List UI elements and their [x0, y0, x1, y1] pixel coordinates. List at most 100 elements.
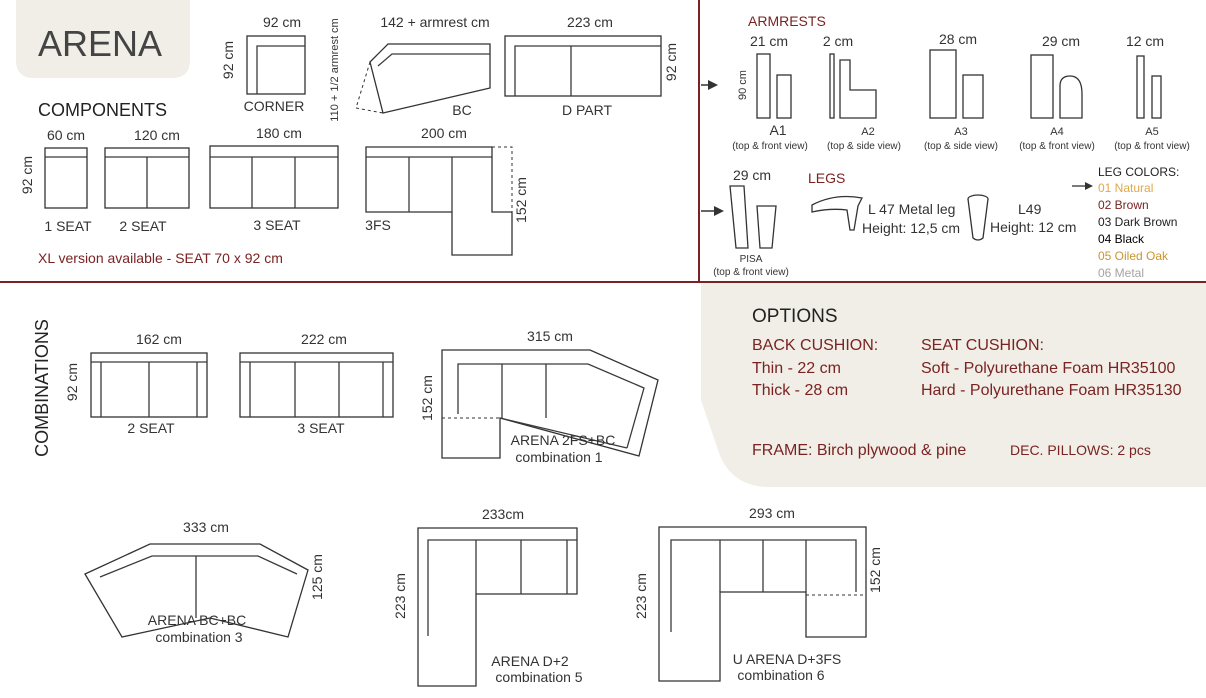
- svg-text:A2: A2: [861, 126, 874, 138]
- components-heading: COMPONENTS: [38, 100, 167, 120]
- svg-text:12 cm: 12 cm: [1126, 33, 1164, 49]
- seat2-label: 2 SEAT: [119, 218, 167, 234]
- arrow-icon: [714, 206, 724, 216]
- seat-cushion-hard: Hard - Polyurethane Foam HR35130: [921, 382, 1182, 399]
- svg-text:28 cm: 28 cm: [939, 31, 977, 47]
- svg-text:A1: A1: [769, 122, 786, 138]
- combo-6: 293 cm 223 cm 152 cm U ARENA D+3FS combi…: [633, 505, 883, 683]
- fs3-component: 200 cm 152 cm 3FS: [365, 125, 529, 256]
- svg-text:2 SEAT: 2 SEAT: [127, 420, 175, 436]
- svg-text:ARENA D+2: ARENA D+2: [491, 653, 569, 669]
- leg-color-list: 01 Natural 02 Brown 03 Dark Brown 04 Black 0…: [1098, 181, 1177, 280]
- svg-text:92 cm: 92 cm: [64, 363, 80, 401]
- dpart-component: 223 cm 92 cm D PART: [504, 14, 679, 118]
- leg-color-item: 01 Natural: [1098, 181, 1153, 195]
- seat1-component: 60 cm 92 cm 1 SEAT: [19, 127, 92, 234]
- corner-width: 92 cm: [263, 14, 301, 30]
- svg-text:combination 5: combination 5: [495, 669, 582, 685]
- combo-3seat: 222 cm 3 SEAT: [239, 331, 394, 436]
- svg-text:162 cm: 162 cm: [136, 331, 182, 347]
- armrest-pisa: 29 cm PISA (top & front view): [713, 167, 789, 278]
- svg-text:combination 1: combination 1: [515, 449, 602, 465]
- seat2-width: 120 cm: [134, 127, 180, 143]
- arrow-icon: [1085, 182, 1093, 190]
- leg-color-item: 02 Brown: [1098, 198, 1149, 212]
- fs3-shape: [365, 146, 513, 256]
- options: OPTIONS BACK CUSHION: Thin - 22 cm Thick…: [752, 306, 1182, 459]
- combo-2seat: 162 cm 92 cm 2 SEAT: [64, 331, 208, 436]
- svg-text:152 cm: 152 cm: [419, 375, 435, 421]
- seat3-width: 180 cm: [256, 125, 302, 141]
- armrest-a4: 29 cm A4 (top & front view): [1019, 33, 1095, 152]
- seat-cushion-soft: Soft - Polyurethane Foam HR35100: [921, 360, 1175, 377]
- options-heading: OPTIONS: [752, 306, 838, 327]
- svg-text:U ARENA D+3FS: U ARENA D+3FS: [733, 651, 842, 667]
- seat2-component: 120 cm 2 SEAT: [104, 127, 190, 234]
- back-cushion-thin: Thin - 22 cm: [752, 360, 841, 377]
- svg-text:ARENA BC+BC: ARENA BC+BC: [148, 612, 246, 628]
- armrest-a2: 2 cm A2 (top & side view): [823, 33, 901, 152]
- armrest-a5: 12 cm A5 (top & front view): [1114, 33, 1190, 152]
- bc-top-dim: 142 + armrest cm: [380, 14, 489, 30]
- svg-text:21 cm: 21 cm: [750, 33, 788, 49]
- svg-text:3 SEAT: 3 SEAT: [297, 420, 345, 436]
- fs3-depth: 152 cm: [513, 177, 529, 223]
- svg-text:125 cm: 125 cm: [309, 554, 325, 600]
- dpart-label: D PART: [562, 102, 612, 118]
- svg-text:2 cm: 2 cm: [823, 33, 853, 49]
- options-panel: [701, 283, 1206, 487]
- svg-text:Height: 12 cm: Height: 12 cm: [990, 219, 1076, 235]
- back-cushion-thick: Thick - 28 cm: [752, 382, 848, 399]
- armrest-height: 90 cm: [737, 70, 749, 100]
- svg-text:(top & front view): (top & front view): [732, 141, 808, 152]
- dpart-shape: [504, 35, 662, 97]
- leg-color-item: 06 Metal: [1098, 266, 1144, 280]
- seat3-label: 3 SEAT: [253, 217, 301, 233]
- svg-text:333 cm: 333 cm: [183, 519, 229, 535]
- svg-text:233cm: 233cm: [482, 506, 524, 522]
- combo-3: 333 cm 125 cm ARENA BC+BC combination 3: [84, 519, 325, 645]
- svg-text:L49: L49: [1018, 201, 1042, 217]
- leg-l47: L 47 Metal leg Height: 12,5 cm: [811, 195, 960, 236]
- dpart-width: 223 cm: [567, 14, 613, 30]
- svg-text:(top & side view): (top & side view): [924, 141, 998, 152]
- seat1-label: 1 SEAT: [44, 218, 92, 234]
- fs3-label: 3FS: [365, 217, 391, 233]
- svg-text:PISA: PISA: [740, 254, 763, 265]
- leg-color-item: 04 Black: [1098, 232, 1145, 246]
- armrest-a1: 21 cm A1 (top & front view): [732, 33, 808, 152]
- seat-cushion-heading: SEAT CUSHION:: [921, 337, 1044, 354]
- svg-text:293 cm: 293 cm: [749, 505, 795, 521]
- leg-color-item: 05 Oiled Oak: [1098, 249, 1169, 263]
- svg-text:223 cm: 223 cm: [392, 573, 408, 619]
- corner-shape: [246, 35, 306, 95]
- svg-text:222 cm: 222 cm: [301, 331, 347, 347]
- svg-text:(top & front view): (top & front view): [1019, 141, 1095, 152]
- bc-label: BC: [452, 102, 471, 118]
- svg-text:223 cm: 223 cm: [633, 573, 649, 619]
- seat1-depth: 92 cm: [19, 156, 35, 194]
- corner-component: 92 cm 92 cm CORNER: [220, 14, 306, 114]
- seat1-width: 60 cm: [47, 127, 85, 143]
- svg-text:(top & front view): (top & front view): [1114, 141, 1190, 152]
- svg-text:combination 6: combination 6: [737, 667, 824, 683]
- xl-note: XL version available - SEAT 70 x 92 cm: [38, 250, 283, 266]
- svg-text:29 cm: 29 cm: [733, 167, 771, 183]
- fs3-width: 200 cm: [421, 125, 467, 141]
- svg-text:ARENA 2FS+BC: ARENA 2FS+BC: [511, 432, 616, 448]
- svg-text:29 cm: 29 cm: [1042, 33, 1080, 49]
- armrests-heading: ARMRESTS: [748, 13, 826, 29]
- svg-text:A4: A4: [1050, 126, 1063, 138]
- svg-text:(top & front view): (top & front view): [713, 267, 789, 278]
- frame-spec: FRAME: Birch plywood & pine: [752, 442, 966, 459]
- legs-heading: LEGS: [808, 170, 845, 186]
- seat3-shape: [209, 145, 339, 209]
- leg-color-item: 03 Dark Brown: [1098, 215, 1177, 229]
- seat3-component: 180 cm 3 SEAT: [209, 125, 339, 233]
- svg-text:A3: A3: [954, 126, 967, 138]
- arrow-icon: [708, 80, 718, 90]
- combo-5: 233cm 223 cm ARENA D+2 combination 5: [392, 506, 583, 687]
- bc-side-dim: 110 + 1/2 armrest cm: [329, 18, 341, 121]
